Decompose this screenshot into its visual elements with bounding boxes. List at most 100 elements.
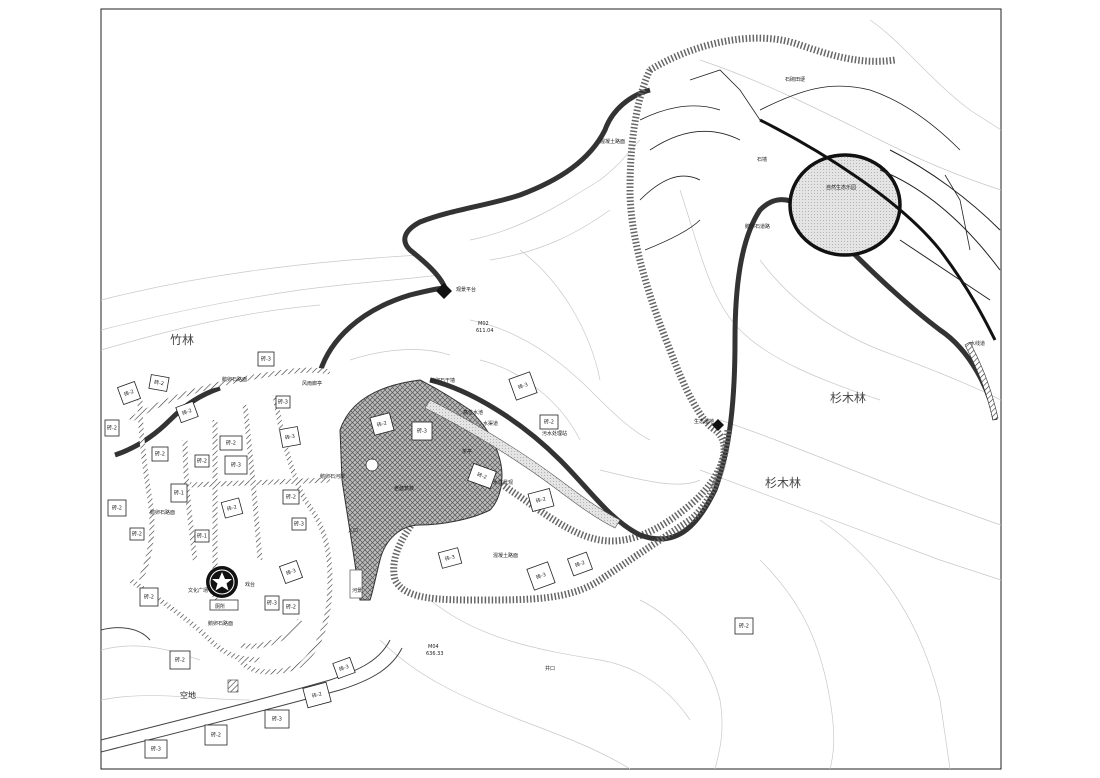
label-water-park: 水体景观 — [493, 479, 513, 486]
label-bench-mark-1: M02 — [478, 321, 489, 327]
building: 砖-3 — [264, 709, 290, 729]
label-stage: 戏台 — [245, 581, 255, 588]
label-stone-wall: 石墙 — [757, 156, 767, 163]
building: 砖-2 — [220, 497, 244, 519]
building-footprint — [275, 395, 291, 409]
building: 砖-2 — [129, 527, 145, 541]
building-footprint — [224, 455, 248, 475]
building: 砖-2 — [104, 419, 120, 437]
building: 砖-3 — [291, 517, 307, 531]
water-channel-band — [424, 399, 621, 529]
culture-square-emblem — [206, 566, 238, 598]
building-label: 砖-3 — [278, 399, 288, 406]
building-label: 砖-2 — [739, 623, 749, 630]
label-pavilion: 风雨廊亭 — [302, 380, 322, 387]
label-open-space: 空地 — [180, 690, 196, 700]
building-footprint — [302, 681, 332, 709]
label-gravel-path-1: 鹅卵石路面 — [222, 376, 247, 383]
building-label: 砖-3 — [294, 521, 304, 528]
building-label: 砖-2 — [175, 657, 185, 664]
building-label: 砖-2 — [286, 604, 296, 611]
building-label: 砖-2 — [226, 440, 236, 447]
building-footprint — [567, 551, 593, 577]
building-label: 砖-2 — [107, 425, 117, 432]
building: 砖-3 — [332, 656, 356, 680]
building-footprint — [194, 454, 210, 468]
building: 砖-2 — [219, 435, 243, 451]
building-footprint — [170, 483, 188, 503]
building-label: 砖-3 — [261, 356, 271, 363]
building: 砖-3 — [279, 426, 301, 448]
building: 砖-2 — [282, 489, 300, 505]
building: 砖-3 — [275, 395, 291, 409]
label-entrance: 入口 — [348, 528, 358, 534]
building-footprint — [264, 595, 280, 611]
label-bench-mark-1-val: 611.04 — [476, 328, 494, 334]
building-label: 砖-2 — [112, 505, 122, 512]
building-footprint — [291, 517, 307, 531]
building: 砖-2 — [527, 487, 555, 513]
building: 砖-2 — [148, 374, 170, 392]
building-footprint — [369, 412, 395, 436]
building-footprint — [411, 421, 433, 441]
building-label: 砖-2 — [155, 451, 165, 458]
building: 砖-2 — [175, 400, 199, 424]
building-footprint — [264, 709, 290, 729]
label-tea-pavilion: 茶亭 — [462, 448, 472, 455]
building-footprint — [116, 380, 142, 406]
label-river-view: 河景 — [352, 587, 362, 594]
building: 砖-3 — [411, 421, 433, 441]
label-bench-mark-2-val: 636.33 — [426, 651, 444, 657]
building-footprint — [527, 487, 555, 513]
building-label: 砖-2 — [476, 471, 488, 481]
building-label: 砖-3 — [151, 746, 161, 753]
building: 砖-2 — [734, 617, 754, 635]
label-fir-forest-2: 杉木林 — [765, 476, 801, 490]
building-label: 砖-2 — [535, 495, 546, 504]
building-footprint — [139, 587, 159, 607]
building-footprint — [169, 650, 191, 670]
building: 砖-2 — [107, 499, 127, 517]
building-footprint — [279, 426, 301, 448]
building: 砖-2 — [151, 446, 169, 462]
label-sewage: 污水处理站 — [542, 430, 567, 437]
building-label: 砖-3 — [517, 381, 529, 391]
building-label: 砖-1 — [197, 533, 207, 540]
label-concrete-road-1: 混凝土路面 — [600, 138, 625, 145]
building: 砖-3 — [224, 455, 248, 475]
building: 砖-2 — [194, 454, 210, 468]
building: 砖-1 — [194, 529, 210, 543]
building: 砖-3 — [264, 595, 280, 611]
building: 砖-2 — [369, 412, 395, 436]
building-label: 砖-3 — [535, 571, 547, 581]
toilet-box — [209, 599, 239, 611]
label-gravel-path-3: 鹅卵石路面 — [208, 620, 233, 627]
building: 砖-3 — [508, 371, 538, 401]
hatched-block — [227, 679, 239, 693]
building: 砖-3 — [437, 547, 463, 569]
building-footprint — [194, 529, 210, 543]
building-footprint — [734, 617, 754, 635]
building-footprint — [104, 419, 120, 437]
building-footprint — [437, 547, 463, 569]
buildings-layer: 砖-3砖-2砖-2砖-2砖-3砖-2砖-2砖-3砖-1砖-2砖-2砖-1砖-2砖… — [104, 351, 754, 759]
label-old-school: 老建筑校 — [394, 485, 414, 492]
building-footprint — [257, 351, 275, 367]
label-gravel-retaining: 鹅卵石干墙 — [430, 377, 455, 384]
building-footprint — [282, 599, 300, 615]
building-footprint — [175, 400, 199, 424]
viewpoint-marker — [436, 283, 452, 299]
building-label: 砖-3 — [285, 567, 297, 577]
building-footprint — [282, 489, 300, 505]
building-label: 砖-3 — [444, 553, 455, 562]
label-gravel-road: 鹅卵石道路 — [745, 223, 770, 230]
plaza-circle — [365, 458, 379, 472]
eco-park — [639, 69, 1001, 341]
building: 砖-2 — [567, 551, 593, 577]
map-frame — [100, 8, 1002, 770]
building-footprint — [220, 497, 244, 519]
label-bench-mark-2: M04 — [428, 644, 439, 650]
building-footprint — [508, 371, 538, 401]
cliff-strip — [964, 341, 999, 421]
